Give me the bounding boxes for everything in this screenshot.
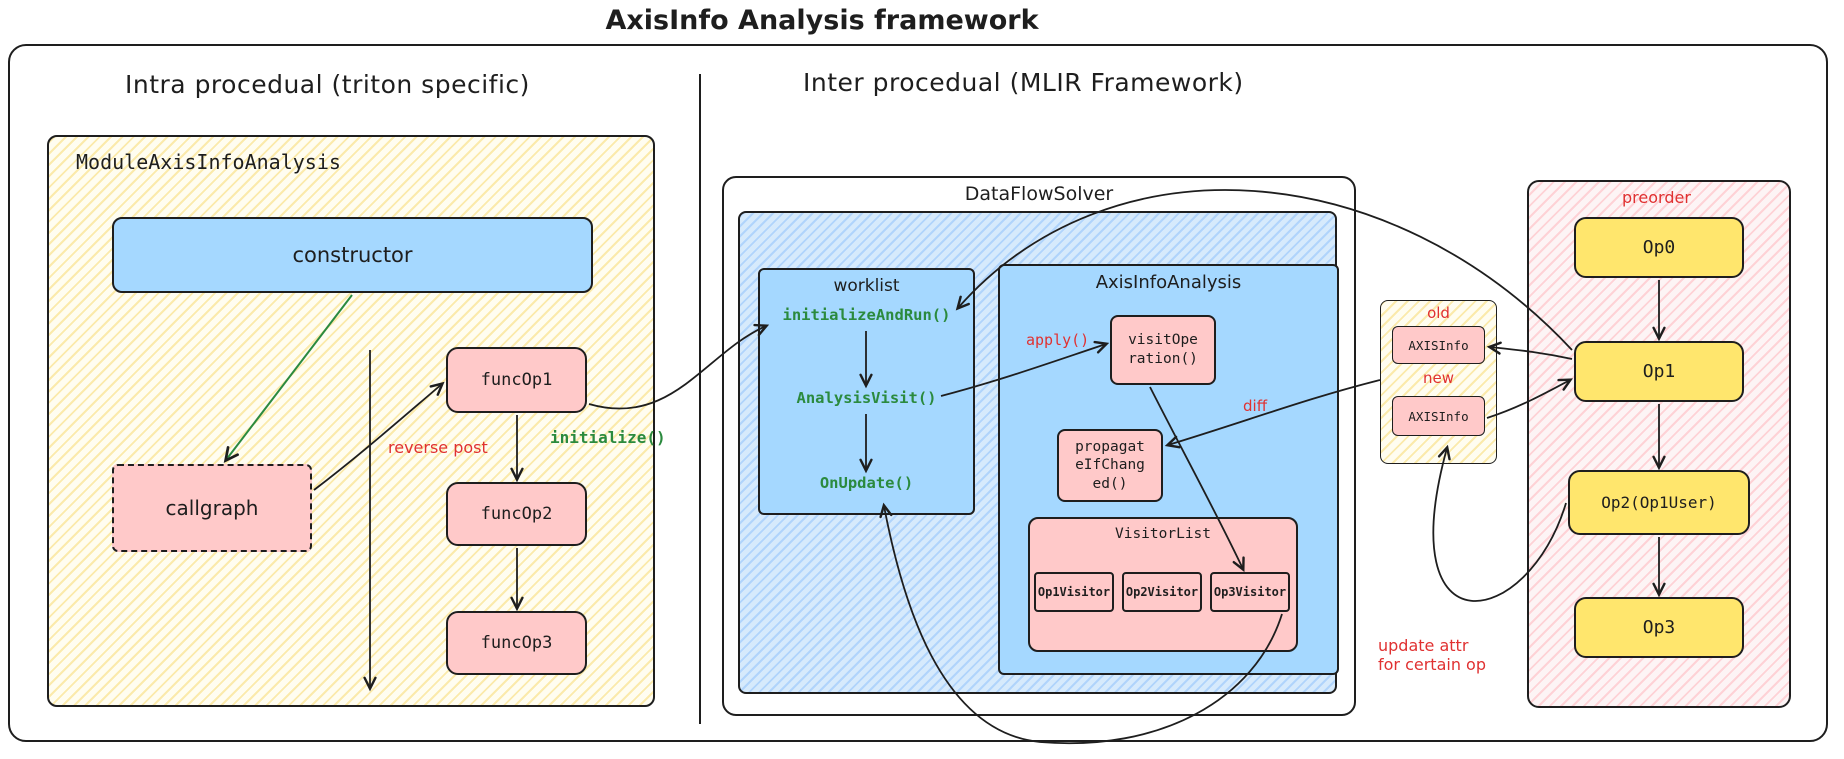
section-divider <box>699 74 701 724</box>
op2-node: Op2(Op1User) <box>1568 470 1750 535</box>
diff-label: diff <box>1243 397 1268 415</box>
constructor-node: constructor <box>112 217 593 293</box>
initialize-label: initialize() <box>550 428 666 447</box>
op2visitor-node: Op2Visitor <box>1122 572 1202 612</box>
update-attr-label: update attr for certain op <box>1378 636 1486 674</box>
dataflow-solver-label: DataFlowSolver <box>964 183 1114 205</box>
intra-heading: Intra procedual (triton specific) <box>125 70 530 99</box>
diagram-title: AxisInfo Analysis framework <box>605 5 1039 36</box>
old-label: old <box>1427 304 1450 322</box>
funcop2-node: funcOp2 <box>446 482 587 546</box>
preorder-label: preorder <box>1622 188 1691 207</box>
new-label: new <box>1422 369 1454 387</box>
op3visitor-node: Op3Visitor <box>1210 572 1290 612</box>
module-axis-info-analysis-label: ModuleAxisInfoAnalysis <box>76 150 341 174</box>
op1-node: Op1 <box>1574 341 1744 402</box>
funcop1-node: funcOp1 <box>446 347 587 413</box>
inter-heading: Inter procedual (MLIR Framework) <box>803 68 1244 97</box>
op3-node: Op3 <box>1574 597 1744 658</box>
propagateifchanged-node: propagateIfChanged() <box>1057 429 1163 502</box>
funcop3-node: funcOp3 <box>446 611 587 675</box>
visitorlist-label: VisitorList <box>1114 526 1212 542</box>
apply-label: apply() <box>1026 331 1090 349</box>
visitoperation-node: visitOperation() <box>1110 315 1216 385</box>
worklist-item-initializeandrun: initializeAndRun() <box>782 306 951 324</box>
worklist-label: worklist <box>833 276 900 296</box>
axisinfoanalysis-label: AxisInfoAnalysis <box>1095 272 1242 293</box>
worklist-item-analysisvisit: AnalysisVisit() <box>796 389 937 407</box>
op0-node: Op0 <box>1574 217 1744 278</box>
new-axisinfo-node: AXISInfo <box>1392 396 1485 436</box>
callgraph-node: callgraph <box>112 464 312 552</box>
reverse-post-label: reverse post <box>388 438 488 457</box>
old-axisinfo-node: AXISInfo <box>1392 326 1485 364</box>
op1visitor-node: Op1Visitor <box>1034 572 1114 612</box>
worklist-item-onupdate: OnUpdate() <box>819 474 914 492</box>
